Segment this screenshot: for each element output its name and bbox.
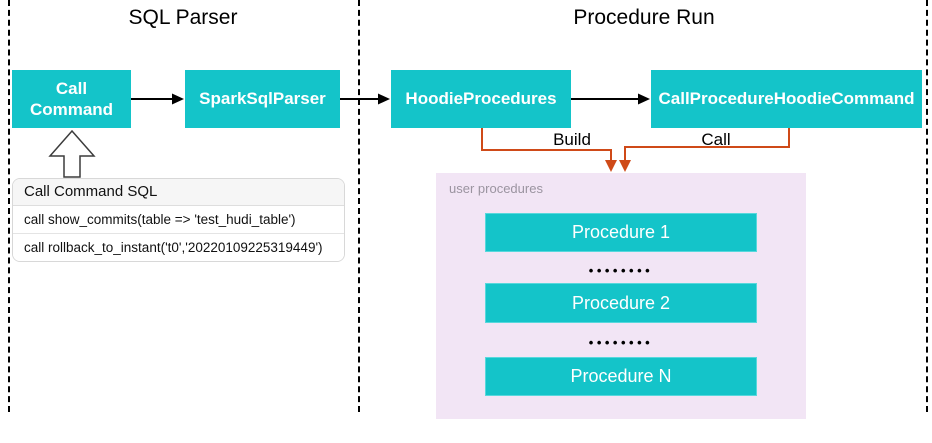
ellipsis-row-2: ••••••••: [588, 335, 654, 350]
user-procedures-label: user procedures: [449, 181, 543, 196]
spark-sql-parser-label: SparkSqlParser: [199, 89, 326, 109]
build-edge-label: Build: [553, 130, 591, 149]
procedure-1-label: Procedure 1: [571, 222, 671, 242]
call-command-label: Call Command: [29, 78, 114, 119]
call-procedure-hoodie-command-node: CallProcedureHoodieCommand: [651, 70, 922, 128]
call-edge-label: Call: [701, 130, 731, 149]
up-block-arrow-icon: [48, 129, 96, 178]
right-section-border: [926, 0, 928, 412]
hoodie-procedures-label: HoodieProcedures: [405, 89, 557, 109]
ellipsis-row-1: ••••••••: [588, 263, 654, 278]
procedure-run-section-title: Procedure Run: [573, 6, 715, 29]
arrow-sparksqlparser-to-hoodieprocedures: [340, 93, 390, 105]
procedure-n-label: Procedure N: [570, 366, 672, 386]
arrow-callcommand-to-sparksqlparser: [131, 93, 184, 105]
middle-section-border: [358, 0, 360, 412]
user-procedures-panel: user procedures Procedure 1 •••••••• Pro…: [436, 173, 806, 419]
call-command-node: Call Command: [12, 70, 131, 128]
sql-statement-show-commits: call show_commits(table => 'test_hudi_ta…: [13, 206, 344, 233]
arrow-hoodieprocedures-to-callprocedurecommand: [571, 93, 650, 105]
procedure-1-node: Procedure 1: [485, 213, 757, 252]
spark-sql-parser-node: SparkSqlParser: [185, 70, 340, 128]
call-command-sql-card: Call Command SQL call show_commits(table…: [12, 178, 345, 262]
procedure-2-node: Procedure 2: [485, 283, 757, 323]
left-section-border: [8, 0, 10, 412]
sql-statement-rollback-to-instant: call rollback_to_instant('t0','202201092…: [13, 233, 344, 261]
procedure-n-node: Procedure N: [485, 357, 757, 396]
sql-card-title: Call Command SQL: [13, 179, 344, 206]
hoodie-procedures-node: HoodieProcedures: [391, 70, 571, 128]
procedure-2-label: Procedure 2: [571, 292, 671, 313]
sql-parser-section-title: SQL Parser: [128, 6, 238, 29]
call-procedure-hoodie-command-label: CallProcedureHoodieCommand: [658, 89, 915, 109]
